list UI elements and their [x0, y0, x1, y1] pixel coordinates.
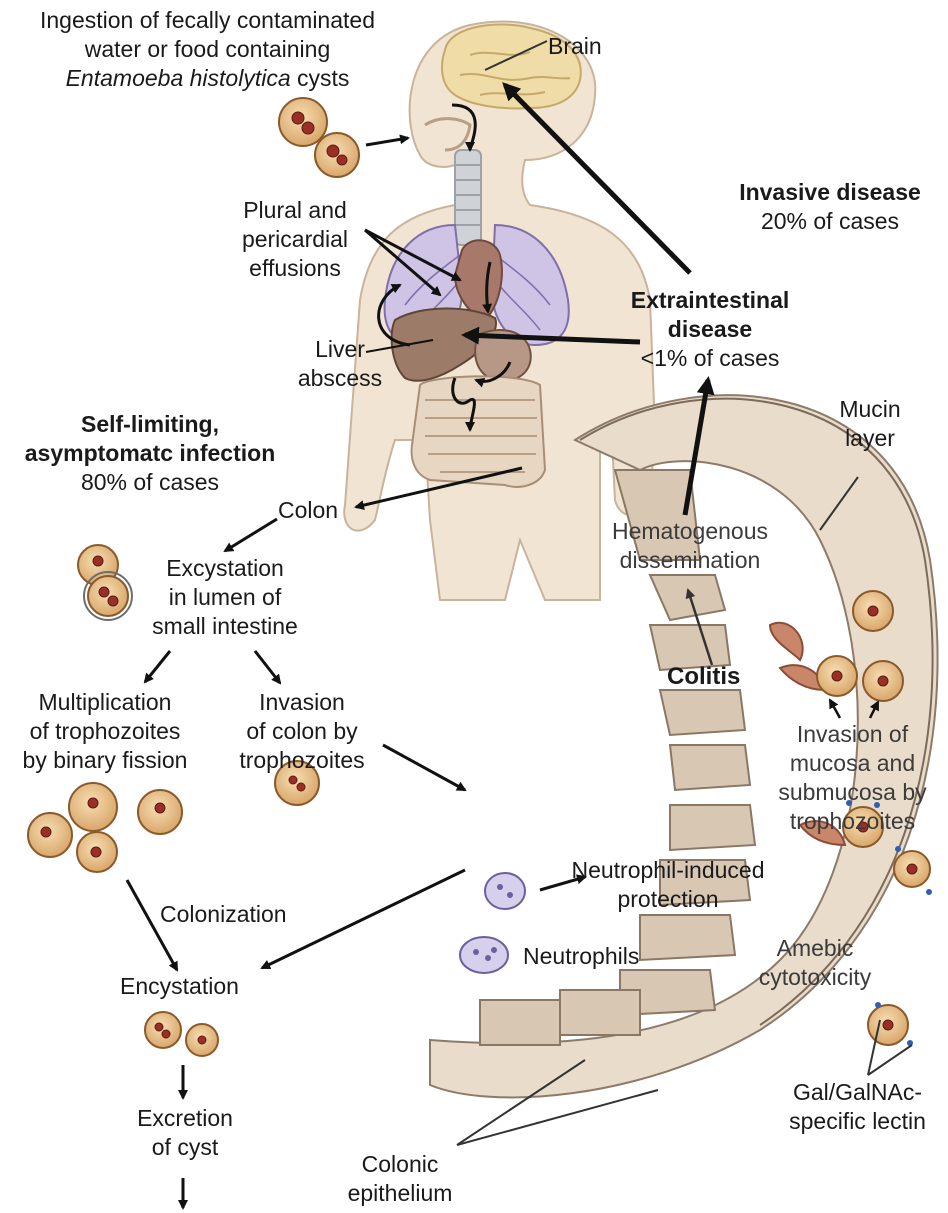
invasion-mucosa-line-4: trophozoites [760, 807, 945, 836]
extraintestinal-label: Extraintestinal disease <1% of cases [620, 286, 800, 373]
neutrophils-label: Neutrophils [523, 942, 639, 971]
ingestion-line-3-rest: cysts [291, 65, 350, 91]
invasion-mucosa-line-1: Invasion of [760, 720, 945, 749]
excretion-line-2: of cyst [110, 1133, 260, 1162]
encystation-label: Encystation [120, 972, 239, 1001]
invasive-pct: 20% of cases [720, 207, 940, 236]
invasive-disease-label: Invasive disease 20% of cases [720, 178, 940, 236]
invasion-mucosa-line-3: submucosa by [760, 778, 945, 807]
ingestion-line-2: water or food containing [20, 35, 395, 64]
neutrophil-protection-line-2: protection [548, 885, 788, 914]
hematogenous-line-1: Hematogenous [590, 517, 790, 546]
liver-line-2: abscess [290, 364, 390, 393]
multiplication-line-2: of trophozoites [0, 717, 210, 746]
effusions-line-2: pericardial [225, 225, 365, 254]
epithelium-line-1: Colonic [330, 1150, 470, 1179]
invasion-mucosa-label: Invasion of mucosa and submucosa by trop… [760, 720, 945, 836]
epithelium-pointer-2 [457, 1090, 658, 1145]
neutrophil-cells [460, 873, 525, 973]
effusions-line-3: effusions [225, 254, 365, 283]
excystation-line-1: Excystation [135, 554, 315, 583]
mucin-label: Mucin layer [820, 395, 920, 453]
extraintestinal-line-2: disease [620, 315, 800, 344]
effusions-line-1: Plural and [225, 196, 365, 225]
invasion-colon-line-1: Invasion [232, 688, 372, 717]
self-limiting-line-1: Self-limiting, [0, 410, 300, 439]
invasion-colon-line-2: of colon by [232, 717, 372, 746]
multiplication-line-3: by binary fission [0, 746, 210, 775]
self-limiting-pct: 80% of cases [0, 468, 300, 497]
lectin-line-1: Gal/GalNAc- [770, 1078, 945, 1107]
lectin-pointer-2 [868, 1045, 912, 1075]
self-limiting-line-2: asymptomatc infection [0, 439, 300, 468]
mucosa-arrow-1 [830, 700, 840, 718]
neutrophil-to-encystation-arrow [262, 870, 465, 968]
colonization-label: Colonization [160, 900, 287, 929]
liver-line-1: Liver [290, 335, 390, 364]
colon-label: Colon [278, 496, 338, 525]
excystation-arrow [225, 519, 277, 551]
excystation-line-2: in lumen of [135, 583, 315, 612]
colonic-epithelium-label: Colonic epithelium [330, 1150, 470, 1208]
human-body-figure [344, 21, 655, 600]
mucin-line-2: layer [820, 424, 920, 453]
liver-abscess-label: Liver abscess [290, 335, 390, 393]
ingestion-line-1: Ingestion of fecally contaminated [20, 6, 395, 35]
self-limiting-label: Self-limiting, asymptomatc infection 80%… [0, 410, 300, 497]
invasive-title: Invasive disease [720, 178, 940, 207]
invasion-colon-label: Invasion of colon by trophozoites [232, 688, 372, 775]
extraintestinal-pct: <1% of cases [620, 344, 800, 373]
ingestion-arrow [366, 138, 408, 145]
mucin-line-1: Mucin [820, 395, 920, 424]
amebic-line-2: cytotoxicity [750, 963, 880, 992]
organism-name: Entamoeba histolytica [66, 65, 291, 91]
multiplication-label: Multiplication of trophozoites by binary… [0, 688, 210, 775]
amebic-line-1: Amebic [750, 934, 880, 963]
invasion-mucosa-line-2: mucosa and [760, 749, 945, 778]
effusions-label: Plural and pericardial effusions [225, 196, 365, 283]
excystation-line-3: small intestine [135, 612, 315, 641]
multiplication-line-1: Multiplication [0, 688, 210, 717]
excystation-label: Excystation in lumen of small intestine [135, 554, 315, 641]
lectin-line-2: specific lectin [770, 1107, 945, 1136]
ingestion-line-3: Entamoeba histolytica cysts [20, 64, 395, 93]
invasion-colon-line-3: trophozoites [232, 746, 372, 775]
neutrophil-protection-line-1: Neutrophil-induced [548, 856, 788, 885]
amebic-cytotoxicity-label: Amebic cytotoxicity [750, 934, 880, 992]
excretion-line-1: Excretion [110, 1104, 260, 1133]
excretion-label: Excretion of cyst [110, 1104, 260, 1162]
invasion-arrow [255, 651, 280, 683]
lectin-label: Gal/GalNAc- specific lectin [770, 1078, 945, 1136]
colitis-label: Colitis [667, 662, 740, 691]
extraintestinal-line-1: Extraintestinal [620, 286, 800, 315]
hematogenous-line-2: dissemination [590, 546, 790, 575]
multiplication-arrow [145, 651, 170, 682]
hematogenous-label: Hematogenous dissemination [590, 517, 790, 575]
ingestion-label: Ingestion of fecally contaminated water … [20, 6, 395, 93]
brain-label: Brain [548, 32, 602, 61]
neutrophil-protection-label: Neutrophil-induced protection [548, 856, 788, 914]
invasion-colon-arrow [383, 745, 465, 790]
epithelium-line-2: epithelium [330, 1179, 470, 1208]
